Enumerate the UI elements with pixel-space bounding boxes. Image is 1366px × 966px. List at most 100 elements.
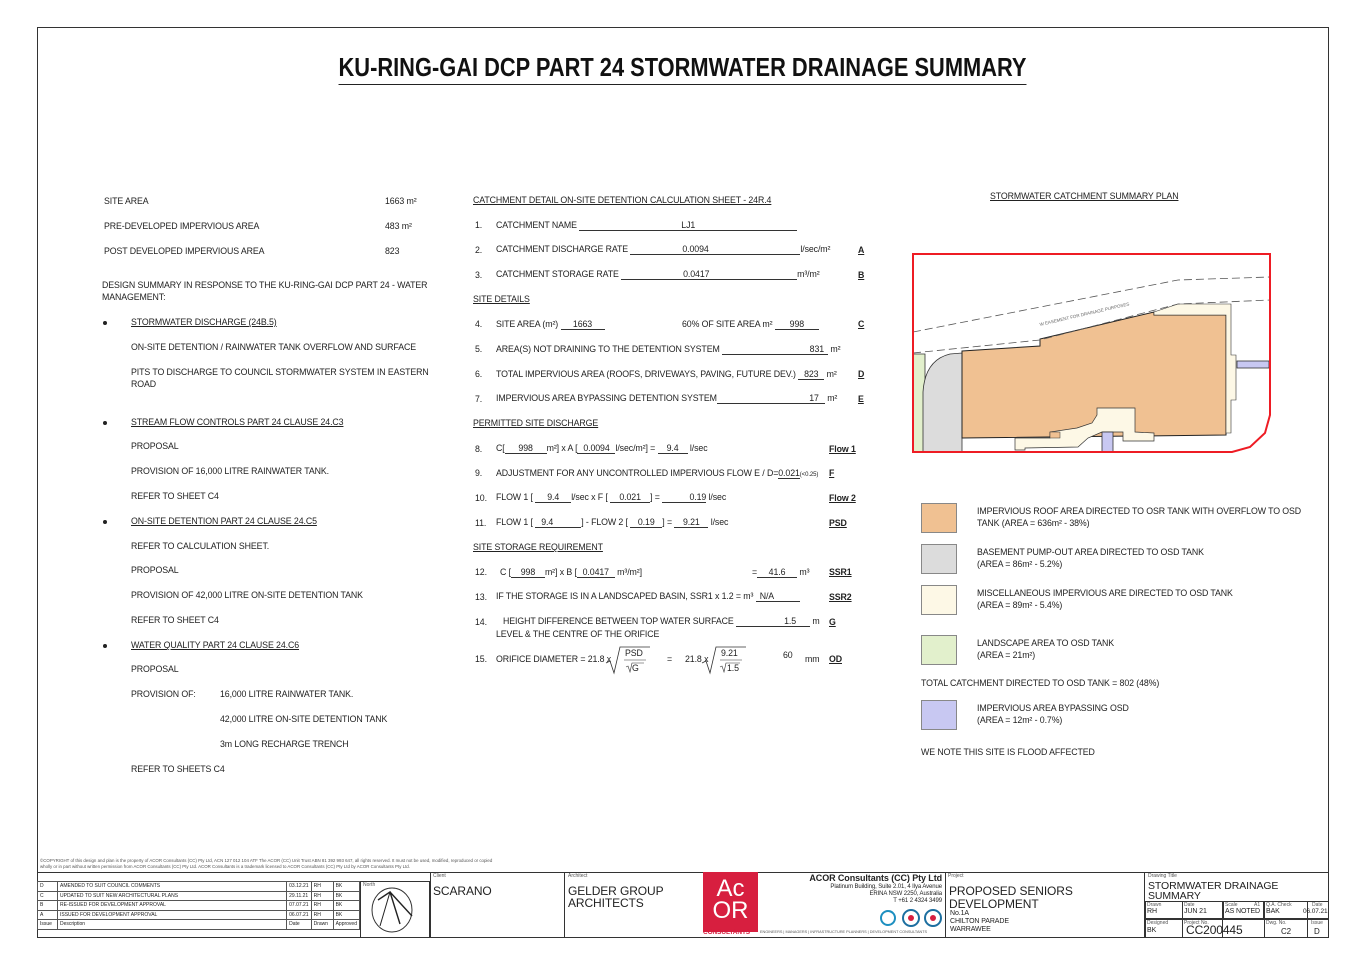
text-line: 3m LONG RECHARGE TRENCH [220,739,349,749]
text: l/sec [710,517,729,527]
client-name: SCARANO [433,884,492,898]
cell: ISSUED FOR DEVELOPMENT APPROVAL [56,909,288,920]
cell: BK [332,909,361,920]
label: AREA(S) NOT DRAINING TO THE DETENTION SY… [496,344,720,354]
text-line: PROVISION OF: [131,689,196,699]
project-number: CC200445 [1186,923,1243,937]
cell-border [1182,901,1223,938]
cell: Date [286,919,312,930]
cell: A [37,909,58,920]
code: OD [829,654,842,664]
cell: Drawn [310,919,334,930]
bullet-icon [103,520,107,524]
text: ] - FLOW 2 [ [581,517,628,527]
cell: RE-ISSUED FOR DEVELOPMENT APPROVAL [56,900,288,911]
cell: AMENDED TO SUIT COUNCIL COMMENTS [56,881,288,892]
text: = [667,654,673,664]
row-number: 3. [475,270,483,280]
section-heading: WATER QUALITY PART 24 CLAUSE 24.C6 [131,640,300,650]
row-number: 15. [475,654,487,664]
label: IMPERVIOUS AREA BYPASSING DETENTION SYST… [496,393,717,403]
text: m³ [799,567,810,577]
company-address: ERINA NSW 2250, Australia [869,891,942,897]
client-box [430,872,565,938]
copyright-note: ©COPYRIGHT of this design and plan is th… [40,858,493,869]
scale-value: AS NOTED [1225,908,1260,915]
label: Designed [1147,920,1169,926]
row-number: 5. [475,344,483,354]
flood-note: WE NOTE THIS SITE IS FLOOD AFFECTED [921,747,1095,757]
value: 0.0094 [630,244,801,255]
legend-label: IMPERVIOUS ROOF AREA DIRECTED TO OSR TAN… [977,506,1302,516]
legend-swatch-bypass [921,700,957,730]
cell: B [37,900,58,911]
project-name: DEVELOPMENT [949,897,1039,911]
bullet-icon [103,644,107,648]
project-name: PROPOSED SENIORS [949,884,1073,898]
text: l/sec [689,443,708,453]
label: TOTAL IMPERVIOUS AREA (ROOFS, DRIVEWAYS,… [496,369,796,379]
text-line: ON-SITE DETENTION / RAINWATER TANK OVERF… [131,342,416,352]
text-line: PROPOSAL [131,441,179,451]
logo-text: OR [712,897,749,924]
label: LEVEL & THE CENTRE OF THE ORIFICE [496,629,660,639]
legend-swatch-landscape [921,635,957,665]
row-number: 7. [475,394,483,404]
row-number: 1. [475,220,483,230]
text-line: PITS TO DISCHARGE TO COUNCIL STORMWATER … [131,367,429,377]
legend-label: TANK (AREA = 636m² - 38%) [977,518,1090,528]
cell: 07.07.21 [286,900,312,911]
qa-value: BAK [1266,908,1280,915]
calc-row-13: IF THE STORAGE IS IN A LANDSCAPED BASIN,… [496,591,800,602]
unit: m [812,616,820,626]
architect-name: GELDER GROUP [568,884,664,898]
text: = [752,567,758,577]
cell: 03.12.21 [286,881,312,892]
value: 998 [504,443,547,454]
value: 9.21 [674,517,709,528]
label: Dwg. No. [1266,920,1287,926]
post-impervious-value: 823 [385,246,400,256]
cell-border [1223,901,1264,919]
text-line: REFER TO SHEET C4 [131,615,219,625]
calc-row-1: CATCHMENT NAME LJ1 [496,220,798,231]
cell: Approved [332,919,361,930]
project-address: WARRAWEE [950,926,991,933]
label: Q.A. Check [1266,902,1292,908]
label: Date [1184,902,1195,908]
section-heading: STREAM FLOW CONTROLS PART 24 CLAUSE 24.C… [131,417,344,427]
cell: 06.07.21 [286,909,312,920]
text: ] = [650,492,660,502]
drawing-frame [37,27,1329,938]
text-line: 16,000 LITRE RAINWATER TANK. [220,689,354,699]
code: E [858,394,864,404]
value: 1.5 [736,616,810,627]
row-number: 10. [475,493,487,503]
cell: Issue [37,919,58,930]
value: 17 [716,393,825,404]
project-address: CHILTON PARADE [950,918,1009,925]
drawing-title: STORMWATER DRAINAGE [1148,880,1279,892]
project-label: Project [948,873,964,879]
calc-row-7: IMPERVIOUS AREA BYPASSING DETENTION SYST… [496,393,837,404]
text-line: PROVISION OF 16,000 LITRE RAINWATER TANK… [131,466,329,476]
text: l/sec x F [ [571,492,608,502]
north-arrow-icon [371,887,413,933]
cell: RH [310,881,334,892]
row-number: 6. [475,369,483,379]
note: (<0.25) [799,472,819,478]
unit: m² [830,344,841,354]
text-line: REFER TO SHEET C4 [131,491,219,501]
label: HEIGHT DIFFERENCE BETWEEN TOP WATER SURF… [503,616,734,626]
bullet-icon [103,421,107,425]
text: l/sec/m²] = [615,443,656,453]
text-line: 42,000 LITRE ON-SITE DETENTION TANK [220,714,388,724]
north-label: North [363,882,376,888]
label: Issue [1311,920,1323,926]
catchment-name-value: LJ1 [579,220,798,231]
